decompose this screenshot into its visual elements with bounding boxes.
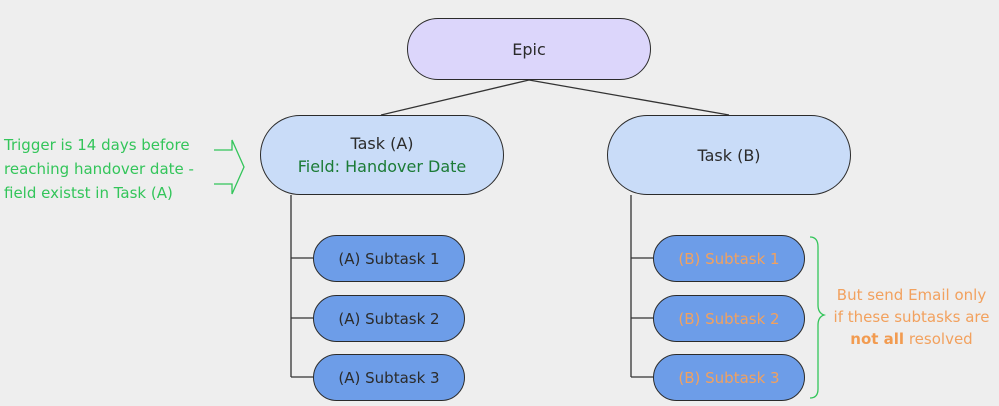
condition-note: But send Email only if these subtasks ar… xyxy=(824,284,999,350)
task-b-node[interactable]: Task (B) xyxy=(607,115,851,195)
epic-node[interactable]: Epic xyxy=(407,18,651,80)
task-a-title: Task (A) xyxy=(350,134,414,153)
condition-note-line-2: if these subtasks are xyxy=(833,308,990,326)
subtask-label: (B) Subtask 3 xyxy=(678,368,780,387)
subtask-a-3[interactable]: (A) Subtask 3 xyxy=(313,354,465,401)
subtask-label: (B) Subtask 2 xyxy=(678,309,780,328)
epic-label: Epic xyxy=(512,39,546,59)
condition-brace-icon xyxy=(809,236,827,399)
task-b-title: Task (B) xyxy=(697,145,761,165)
subtask-b-1[interactable]: (B) Subtask 1 xyxy=(653,235,805,282)
subtask-label: (B) Subtask 1 xyxy=(678,249,780,268)
condition-note-emphasis: not all xyxy=(850,330,905,348)
condition-note-line-1: But send Email only xyxy=(836,286,987,304)
task-a-node[interactable]: Task (A) Field: Handover Date xyxy=(260,115,504,195)
epic-to-task-a-line xyxy=(380,79,530,116)
trigger-note-line: field existst in Task (A) xyxy=(4,184,173,202)
epic-to-task-b-line xyxy=(528,79,730,116)
subtask-a-2[interactable]: (A) Subtask 2 xyxy=(313,295,465,342)
condition-note-line-3-rest: resolved xyxy=(904,330,973,348)
trigger-note: Trigger is 14 days before reaching hando… xyxy=(4,133,214,205)
subtask-label: (A) Subtask 2 xyxy=(338,309,440,328)
condition-note-line-3: not all resolved xyxy=(824,328,999,350)
subtask-label: (A) Subtask 1 xyxy=(338,249,440,268)
subtask-b-2[interactable]: (B) Subtask 2 xyxy=(653,295,805,342)
subtask-label: (A) Subtask 3 xyxy=(338,368,440,387)
subtask-a-1[interactable]: (A) Subtask 1 xyxy=(313,235,465,282)
subtask-b-3[interactable]: (B) Subtask 3 xyxy=(653,354,805,401)
trigger-note-line: reaching handover date - xyxy=(4,160,194,178)
trigger-note-line: Trigger is 14 days before xyxy=(4,136,190,154)
task-a-field-label: Field: Handover Date xyxy=(297,157,467,176)
trigger-arrow-icon xyxy=(214,139,245,195)
